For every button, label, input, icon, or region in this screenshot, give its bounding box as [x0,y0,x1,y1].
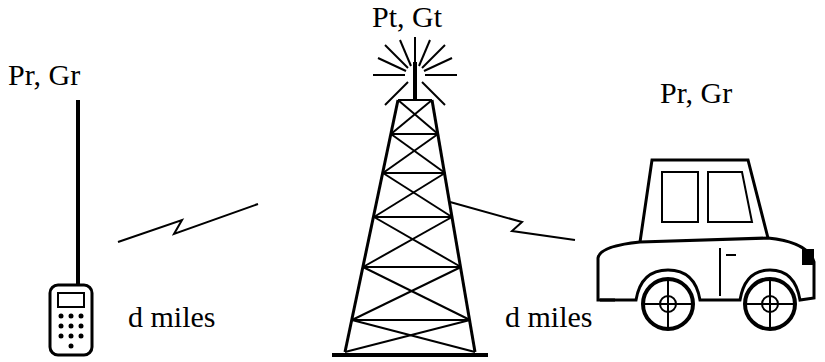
handheld-phone [50,100,92,355]
power-gain-label: Pr, Gr [660,76,732,109]
radio-link [118,204,258,242]
radio-link [450,202,575,240]
tower [332,62,488,355]
distance-label: d miles [128,300,216,333]
car [598,160,814,329]
power-gain-label: Pr, Gr [8,58,80,91]
power-gain-label: Pt, Gt [372,0,442,33]
radiation-star [373,37,457,105]
distance-label: d miles [505,300,593,333]
phone-keypad [59,314,84,349]
